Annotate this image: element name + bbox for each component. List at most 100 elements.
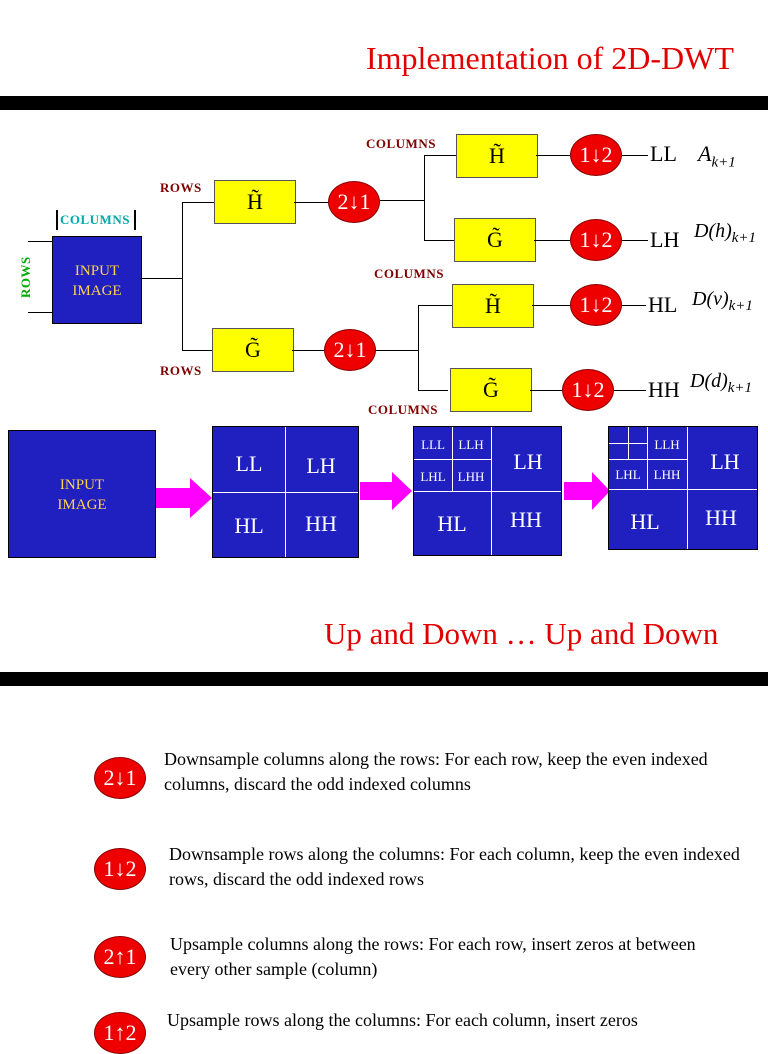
symbol-a: Ak+1	[698, 141, 736, 171]
slide1-title: Implementation of 2D-DWT	[366, 40, 734, 76]
wire-g1-out	[292, 350, 324, 351]
output-lh: LH	[650, 227, 680, 252]
band-hh: HH	[305, 511, 337, 536]
rows-label-top: ROWS	[160, 180, 202, 195]
wire-in	[140, 278, 182, 279]
arrow-right-icon	[156, 478, 212, 518]
band-hl: HL	[234, 513, 264, 538]
wire-bot-g	[418, 390, 448, 391]
wire-out-1	[622, 155, 648, 156]
col-tick-left	[56, 210, 58, 230]
input-image-block: INPUT IMAGE	[52, 236, 142, 324]
wire-g1	[182, 350, 212, 351]
level3-tiny-hline	[609, 443, 647, 444]
band-hl: HL	[630, 509, 660, 534]
downsample-cols-top: 2↓1	[328, 181, 380, 223]
title-bar	[0, 672, 768, 686]
level2-block: LLL LLH LHL LHH LH HL HH	[413, 426, 562, 556]
symbol-dd: D(d)k+1	[690, 370, 753, 396]
filter-h-col-2: H̃	[452, 284, 534, 328]
symbol-dh: D(h)k+1	[694, 220, 757, 246]
arrow-right-icon	[564, 472, 610, 510]
downsample-rows-1: 1↓2	[570, 134, 622, 176]
row-in-2	[28, 312, 52, 313]
wire-top-g	[424, 240, 454, 241]
band-ll: LL	[235, 451, 263, 476]
columns-label-1: COLUMNS	[366, 136, 436, 151]
level3-block: LLH LHL LHH LH HL HH	[608, 426, 758, 550]
band-lh: LH	[710, 449, 740, 474]
band-lhh: LHH	[653, 467, 681, 482]
output-ll: LL	[650, 141, 677, 166]
band-llh: LLH	[654, 437, 680, 452]
downsample-rows-2: 1↓2	[570, 219, 622, 261]
op-badge-4: 1↑2	[94, 1012, 146, 1054]
wire-s2-1	[536, 155, 570, 156]
input-columns-label: COLUMNS	[60, 212, 130, 227]
arrow-right-icon	[360, 472, 412, 510]
op-description-1: Downsample columns along the rows: For e…	[164, 749, 708, 794]
band-hh: HH	[705, 505, 737, 530]
filter-g-rows: G̃	[212, 328, 294, 372]
wire-top-split	[424, 155, 425, 240]
level3-sub-vline	[647, 427, 648, 489]
band-lhl: LHL	[420, 469, 446, 484]
op-badge-3: 2↑1	[94, 936, 146, 978]
symbol-dv: D(v)k+1	[692, 288, 753, 314]
wire-s2-4	[530, 390, 570, 391]
downsample-rows-4: 1↓2	[562, 369, 614, 411]
band-llh: LLH	[458, 437, 484, 452]
level2-hline	[414, 491, 561, 492]
wire-top-h	[424, 155, 456, 156]
downsample-cols-bottom: 2↓1	[324, 329, 376, 371]
op-badge-2: 1↓2	[94, 848, 146, 890]
level3-sub-hline	[609, 459, 687, 460]
row-in-1	[28, 241, 52, 242]
columns-label-2: COLUMNS	[374, 266, 444, 281]
pyramid-input-image: INPUT IMAGE	[8, 430, 156, 558]
wire-bot-h	[418, 305, 452, 306]
pyramid-input-label: INPUT IMAGE	[57, 477, 107, 513]
wire-bot-out	[376, 350, 418, 351]
title-bar	[0, 96, 768, 110]
filter-g-col-1: G̃	[454, 218, 536, 262]
wire-s2-2	[534, 240, 570, 241]
wire-bot-split	[418, 305, 419, 390]
band-hh: HH	[510, 507, 542, 532]
op-description-2: Downsample rows along the columns: For e…	[169, 844, 740, 889]
wire-h1	[182, 202, 214, 203]
level1-hline	[213, 492, 358, 493]
filter-g-col-2: G̃	[450, 368, 532, 412]
op-description-3: Upsample columns along the rows: For eac…	[170, 934, 696, 979]
band-lh: LH	[306, 453, 336, 478]
wire-split	[182, 202, 183, 350]
filter-h-col-1: H̃	[456, 134, 538, 178]
columns-label-3: COLUMNS	[368, 402, 438, 417]
downsample-rows-3: 1↓2	[570, 284, 622, 326]
level1-block: LL LH HL HH	[212, 426, 359, 558]
band-lhl: LHL	[615, 467, 641, 482]
level3-hline	[609, 489, 757, 490]
output-hl: HL	[648, 292, 678, 317]
slide2-title: Up and Down … Up and Down	[324, 616, 719, 651]
col-tick-right	[134, 210, 136, 230]
wire-top-out	[380, 200, 424, 201]
wire-h1-out	[294, 202, 328, 203]
wire-s2-3	[532, 305, 570, 306]
wire-out-3	[622, 305, 646, 306]
rows-label-bottom: ROWS	[160, 363, 202, 378]
wire-out-4	[614, 390, 646, 391]
input-rows-label: ROWS	[18, 256, 33, 298]
filter-h-rows: H̃	[214, 180, 296, 224]
band-lhh: LHH	[457, 469, 485, 484]
band-lll: LLL	[421, 437, 445, 452]
op-description-4: Upsample rows along the columns: For eac…	[167, 1010, 638, 1030]
band-hl: HL	[437, 511, 467, 536]
output-hh: HH	[648, 377, 680, 402]
input-image-label: INPUT IMAGE	[72, 263, 122, 299]
band-lh: LH	[513, 449, 543, 474]
wire-out-2	[622, 240, 648, 241]
level2-sub-hline	[414, 459, 491, 460]
op-badge-1: 2↓1	[94, 757, 146, 799]
level3-vline	[687, 427, 688, 549]
